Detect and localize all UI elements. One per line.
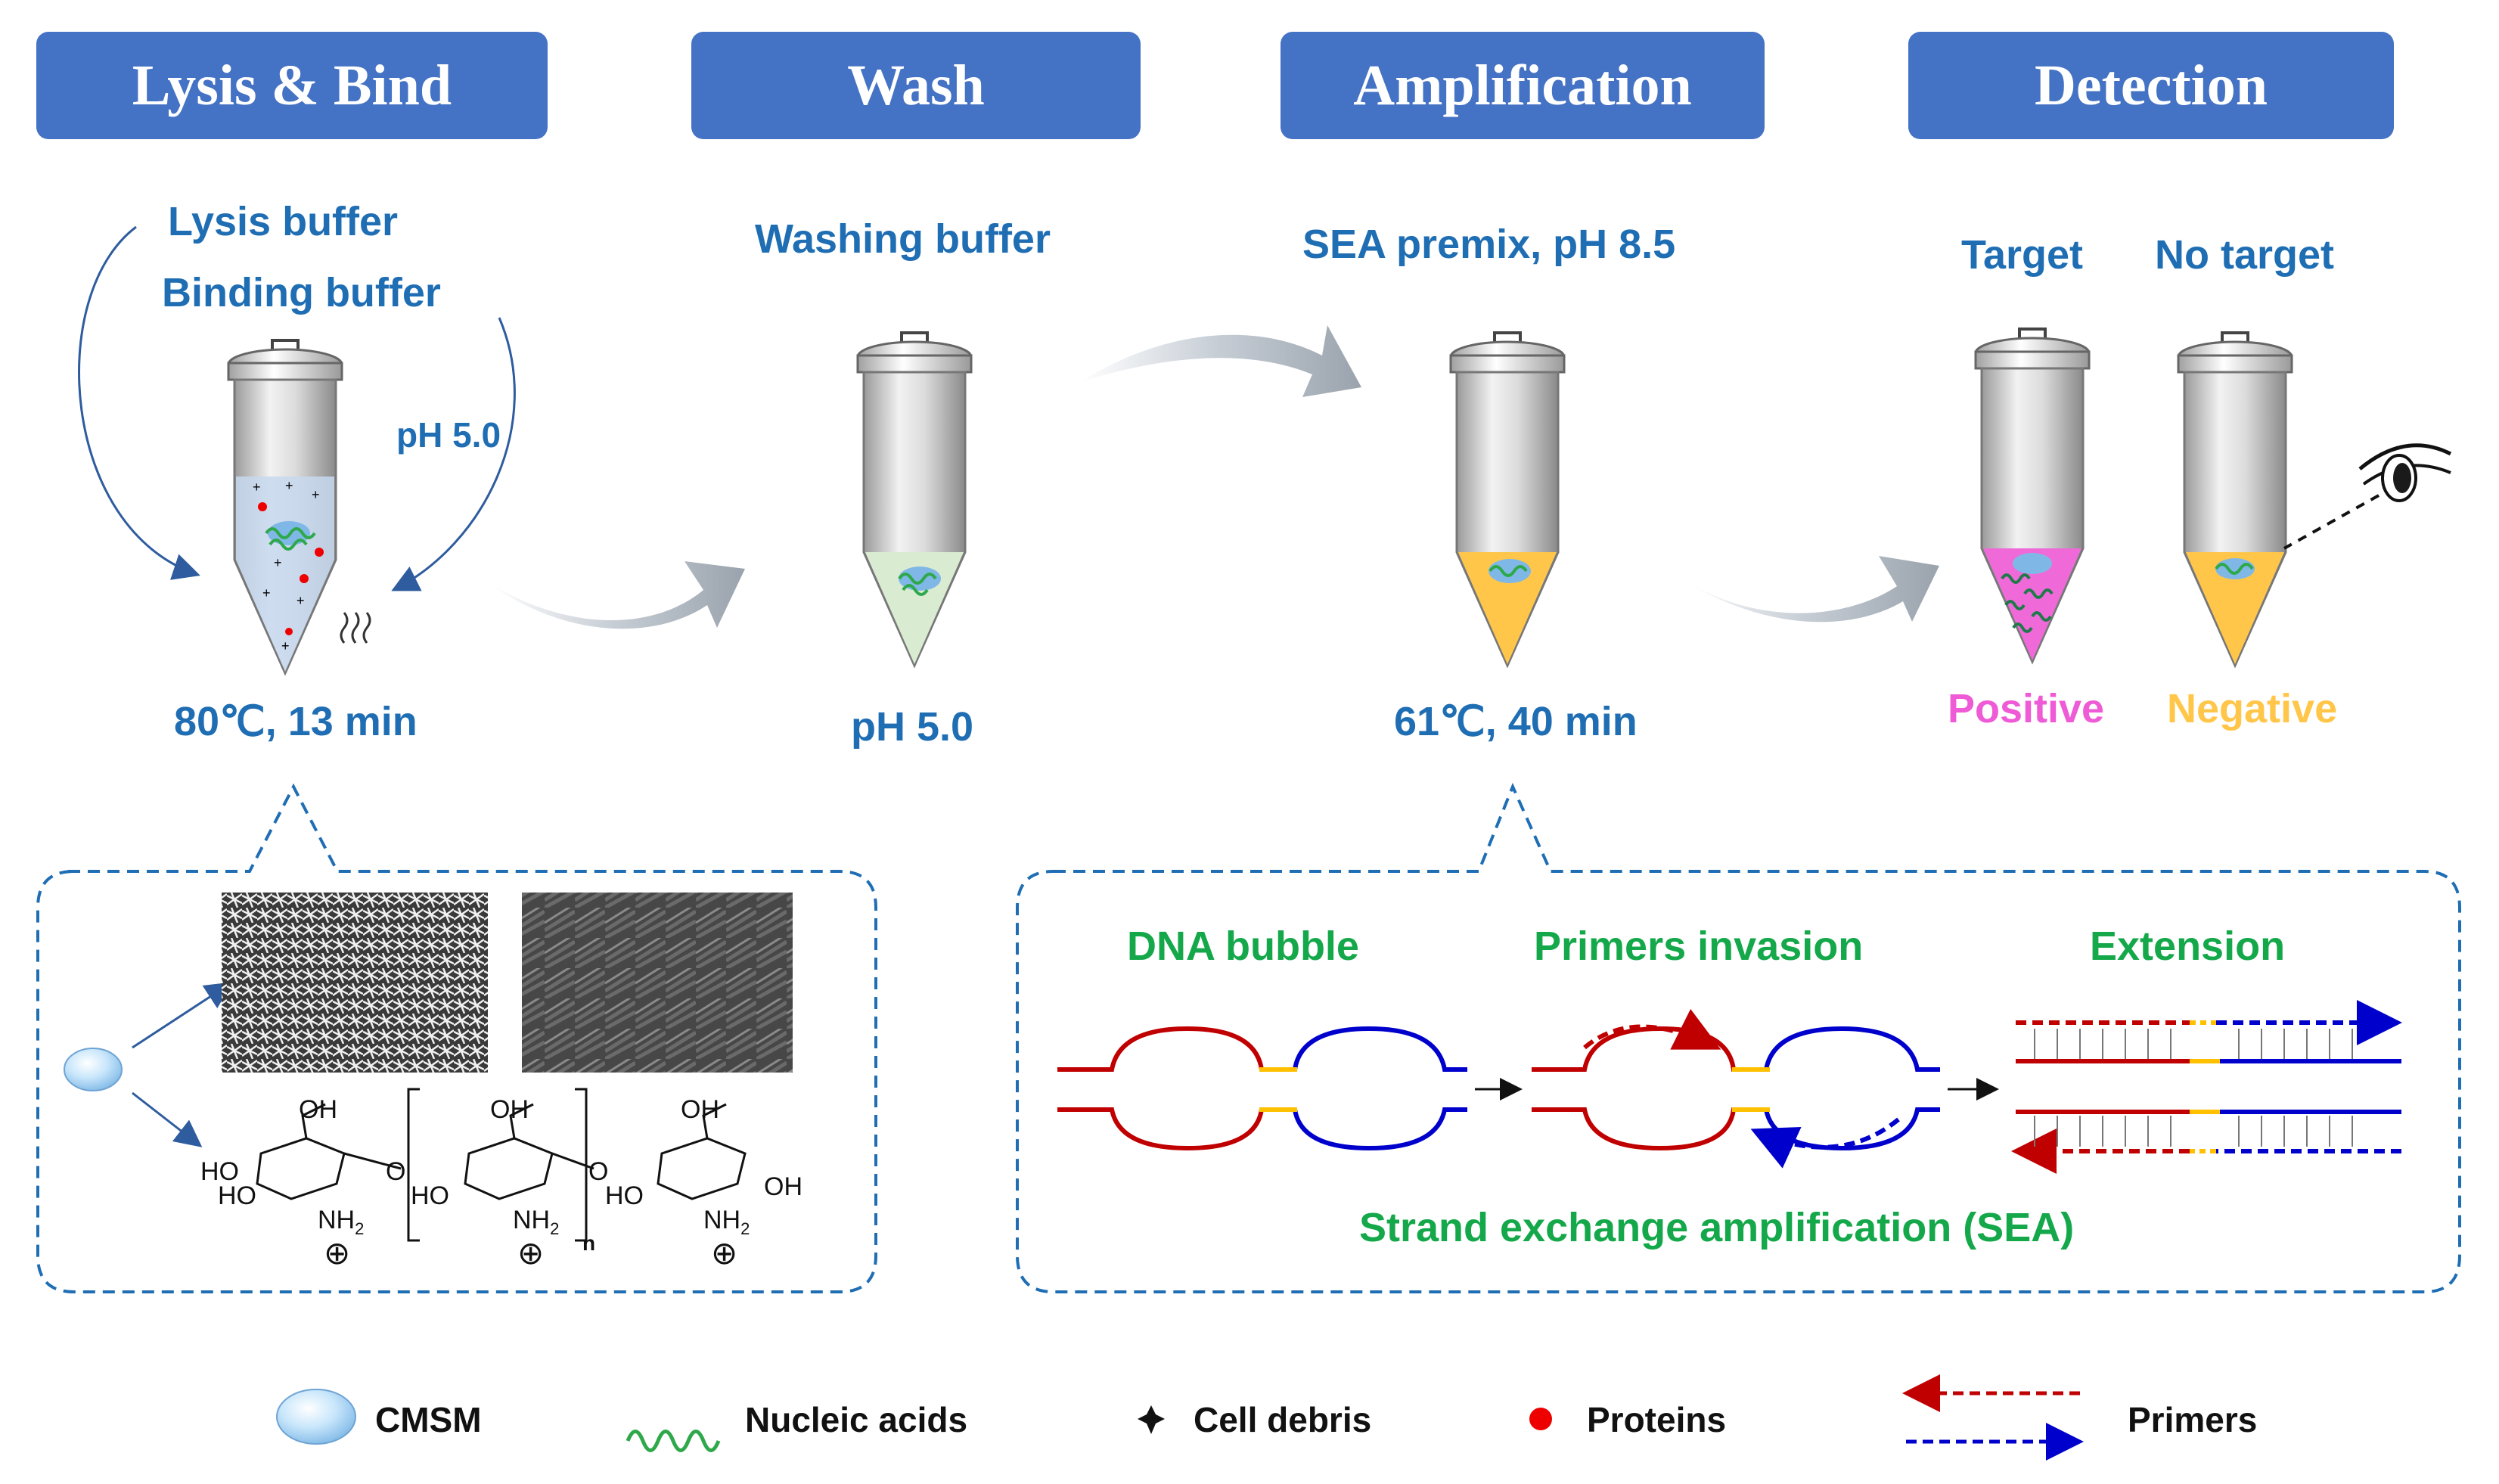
svg-text:+: + (285, 478, 293, 493)
sem-image-fibers (222, 893, 488, 1073)
lysis-condition-label: 80℃, 13 min (174, 699, 418, 744)
chitosan-plus-1: ⊕ (324, 1235, 351, 1271)
lysis-flow-arrow-left (78, 225, 200, 580)
chitosan-oh-1: OH (299, 1095, 337, 1124)
tube-lysis: + + + + + + + (227, 339, 343, 676)
binding-buffer-label: Binding buffer (162, 270, 441, 315)
header-amplification: Amplification (1281, 32, 1765, 139)
tube-target (1974, 328, 2091, 665)
dna-bubble-diagram (1057, 1026, 1467, 1151)
wash-ph-label: pH 5.0 (851, 704, 974, 750)
sea-title-label: Strand exchange amplification (SEA) (1359, 1205, 2075, 1250)
header-amplification-label: Amplification (1353, 53, 1692, 117)
tube-wash (856, 331, 973, 669)
legend-protein-icon (1529, 1408, 1552, 1430)
legend-proteins-label: Proteins (1587, 1400, 1727, 1439)
chitosan-plus-3: ⊕ (711, 1235, 738, 1271)
legend-cmsm-icon (276, 1389, 356, 1445)
chitosan-nh2-1: NH2 (318, 1206, 365, 1238)
header-wash-label: Wash (847, 53, 985, 117)
chitosan-oh-2: OH (490, 1095, 529, 1124)
legend-cell-debris-icon (1138, 1405, 1165, 1434)
tube-no-target (2177, 331, 2293, 669)
legend-cell-debris-label: Cell debris (1194, 1400, 1372, 1439)
chitosan-ho-2: HO (218, 1181, 256, 1210)
positive-label: Positive (1948, 686, 2105, 731)
washing-buffer-label: Washing buffer (755, 216, 1051, 262)
chitosan-ho-4: HO (605, 1181, 644, 1210)
negative-label: Negative (2167, 686, 2338, 731)
legend-cmsm-label: CMSM (375, 1400, 482, 1439)
legend-nucleic-acids-label: Nucleic acids (745, 1400, 968, 1439)
svg-text:+: + (312, 487, 320, 502)
process-arrow-3 (1675, 556, 1939, 622)
primers-invasion-label: Primers invasion (1534, 924, 1864, 969)
amplification-condition-label: 61℃, 40 min (1394, 699, 1638, 744)
chitosan-ho-1: HO (200, 1157, 239, 1186)
chitosan-structure (256, 1088, 747, 1242)
header-detection-label: Detection (2034, 53, 2268, 117)
header-lysis-bind-label: Lysis & Bind (132, 53, 452, 117)
lysis-flow-arrow-right (391, 317, 516, 591)
chitosan-plus-2: ⊕ (517, 1235, 545, 1271)
process-arrow-2 (1080, 325, 1361, 397)
chitosan-n-subscript: n (582, 1231, 596, 1255)
extension-rungs (2034, 1029, 2353, 1147)
sem-image-closeup (522, 893, 793, 1073)
chitosan-oh-end: OH (764, 1172, 802, 1201)
primers-invasion-diagram (1532, 1009, 1940, 1169)
target-label: Target (1961, 232, 2084, 278)
svg-text:+: + (262, 585, 271, 601)
cmsm-disc (64, 1048, 123, 1091)
header-wash: Wash (691, 32, 1141, 139)
chitosan-nh2-2: NH2 (513, 1206, 560, 1238)
callout-box-right (1016, 782, 2461, 1293)
sight-line (2283, 494, 2379, 550)
lysis-buffer-label: Lysis buffer (168, 199, 399, 244)
svg-text:+: + (281, 638, 290, 654)
callout-box-left (36, 783, 877, 1293)
chitosan-nh2-3: NH2 (703, 1206, 750, 1238)
extension-diagram (2011, 1000, 2402, 1174)
svg-text:+: + (296, 593, 305, 608)
sea-premix-label: SEA premix, pH 8.5 (1302, 222, 1676, 267)
lysis-ph-label: pH 5.0 (396, 415, 501, 455)
dna-bubble-label: DNA bubble (1127, 924, 1359, 969)
chitosan-o-2: O (588, 1157, 609, 1186)
svg-text:+: + (253, 480, 261, 495)
svg-text:+: + (274, 555, 282, 570)
no-target-label: No target (2155, 232, 2335, 278)
heat-icon (340, 612, 371, 644)
chitosan-oh-3: OH (681, 1095, 719, 1124)
header-lysis-bind: Lysis & Bind (36, 32, 548, 139)
extension-label: Extension (2090, 924, 2286, 969)
eye-icon (2358, 443, 2452, 502)
legend-nucleic-acid-icon (626, 1430, 721, 1452)
legend-primers-label: Primers (2128, 1400, 2258, 1439)
chitosan-ho-3: HO (411, 1181, 449, 1210)
header-detection: Detection (1908, 32, 2394, 139)
chitosan-o-1: O (386, 1157, 406, 1186)
process-arrow-1 (488, 561, 745, 629)
tube-amplification (1449, 331, 1566, 669)
